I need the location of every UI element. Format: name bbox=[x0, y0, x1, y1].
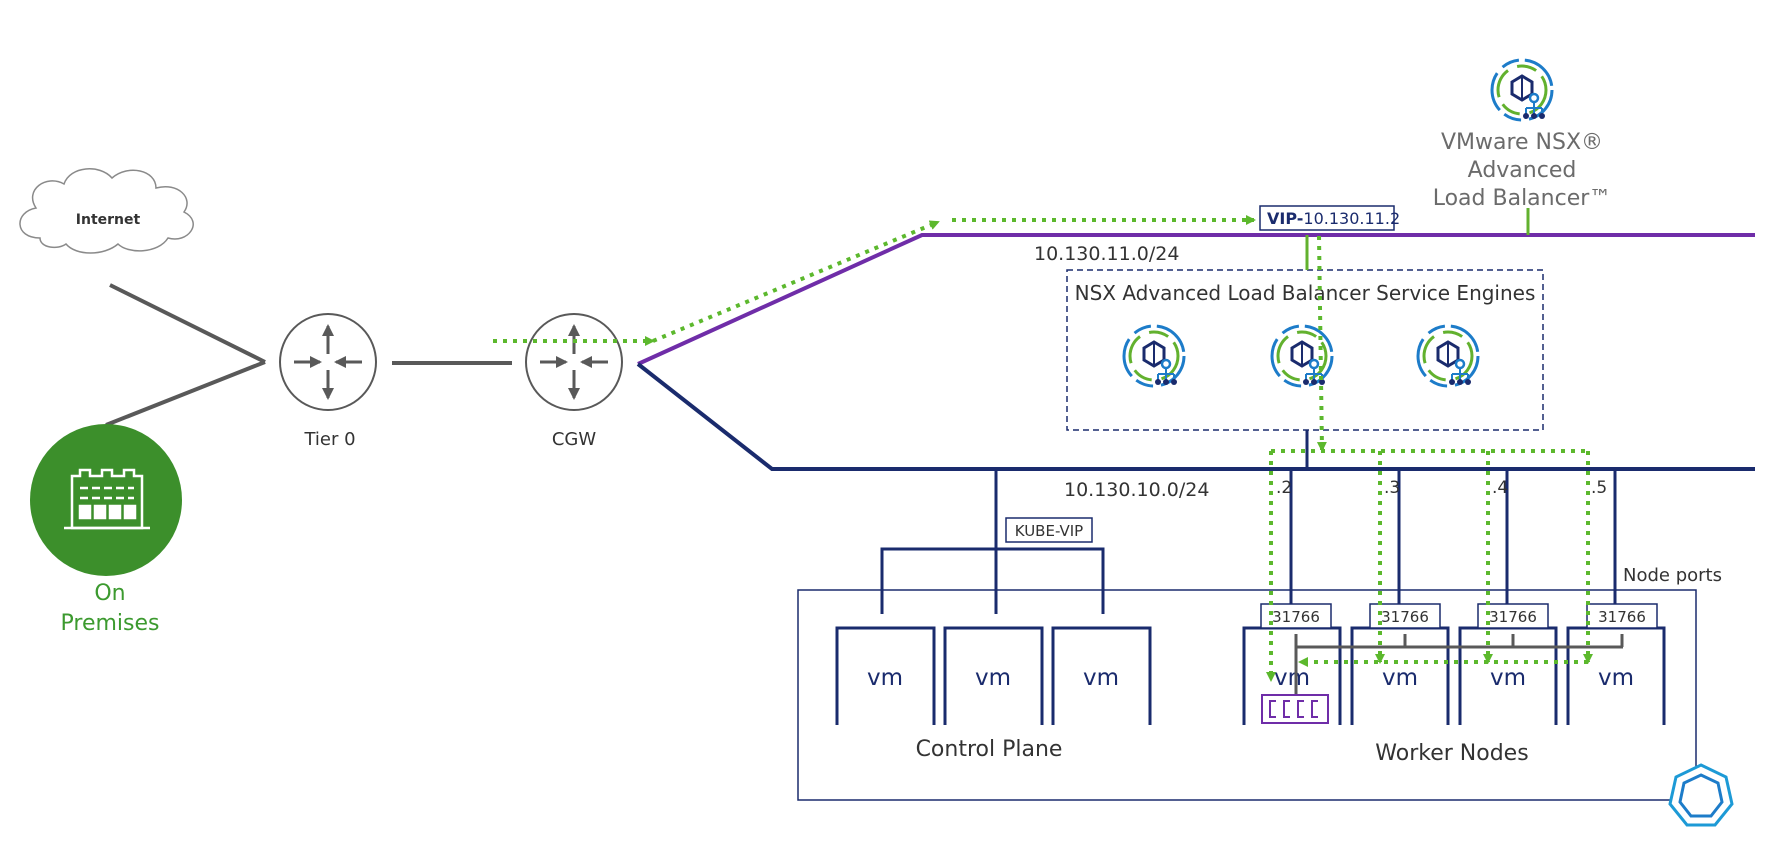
vip-address: 10.130.11.2 bbox=[1303, 209, 1400, 228]
service-engine-icon bbox=[1122, 324, 1186, 388]
service-engine-icon bbox=[1416, 324, 1480, 388]
vm-box: vm bbox=[1051, 626, 1152, 725]
node-ports-label: Node ports bbox=[1623, 565, 1722, 586]
vm-box: vm bbox=[1458, 626, 1558, 725]
on-premises-label-line1: On bbox=[94, 581, 125, 606]
traffic-flow bbox=[493, 215, 1593, 682]
worker-nodes-label: Worker Nodes bbox=[1375, 741, 1528, 766]
node-port-value: 31766 bbox=[1489, 608, 1537, 626]
vm-label: vm bbox=[1490, 665, 1526, 691]
building-icon bbox=[64, 468, 150, 530]
svg-text:VIP-10.130.11.2: VIP-10.130.11.2 bbox=[1267, 209, 1400, 228]
control-plane-label: Control Plane bbox=[916, 737, 1063, 762]
vip-box: VIP-10.130.11.2 bbox=[1259, 205, 1400, 231]
tanzu-icon bbox=[1668, 763, 1734, 827]
service-engine-group: NSX Advanced Load Balancer Service Engin… bbox=[1066, 269, 1544, 431]
node-suffix-label: .2 bbox=[1276, 478, 1292, 498]
nsx-alb-icon bbox=[1490, 58, 1554, 122]
pod-icon bbox=[1261, 694, 1329, 724]
cluster-boundary bbox=[797, 589, 1697, 801]
cloud-icon bbox=[19, 168, 194, 254]
vm-label: vm bbox=[1598, 665, 1634, 691]
node-network-line bbox=[636, 362, 1755, 471]
service-engine-icon bbox=[1270, 324, 1334, 388]
vm-label: vm bbox=[975, 665, 1011, 691]
vm-label: vm bbox=[1382, 665, 1418, 691]
on-premises-label-line2: Premises bbox=[61, 611, 160, 636]
service-engines-title: NSX Advanced Load Balancer Service Engin… bbox=[1075, 281, 1536, 305]
kube-vip-box: KUBE-VIP bbox=[1005, 517, 1093, 543]
nsx-alb-controller: VMware NSX® Advanced Load Balancer™ bbox=[1433, 58, 1612, 235]
vm-box: vm bbox=[1566, 626, 1666, 725]
onprem-link bbox=[105, 360, 266, 427]
cgw-router bbox=[526, 314, 622, 410]
kube-vip-label: KUBE-VIP bbox=[1015, 522, 1083, 540]
tier0-router bbox=[280, 314, 376, 410]
nsx-alb-label-line1: VMware NSX® bbox=[1441, 130, 1603, 155]
vm-label: vm bbox=[867, 665, 903, 691]
nsx-alb-label-line3: Load Balancer™ bbox=[1433, 186, 1612, 211]
vm-box: vm bbox=[943, 626, 1044, 725]
tier0-label: Tier 0 bbox=[303, 429, 355, 450]
cgw-label: CGW bbox=[552, 429, 597, 450]
node-port-value: 31766 bbox=[1598, 608, 1646, 626]
nsx-alb-label-line2: Advanced bbox=[1468, 158, 1577, 183]
vm-label: vm bbox=[1083, 665, 1119, 691]
node-subnet-label: 10.130.10.0/24 bbox=[1064, 479, 1209, 501]
node-port-value: 31766 bbox=[1381, 608, 1429, 626]
control-plane-network bbox=[880, 469, 1105, 614]
node-port-box: 31766 bbox=[1586, 603, 1658, 629]
node-suffix-label: .3 bbox=[1384, 478, 1400, 498]
on-premises: On Premises bbox=[30, 424, 182, 636]
worker-drops bbox=[1289, 469, 1617, 604]
node-port-bus bbox=[1294, 634, 1624, 695]
vm-label: vm bbox=[1274, 665, 1310, 691]
internet-label: Internet bbox=[76, 212, 141, 228]
vip-subnet-label: 10.130.11.0/24 bbox=[1034, 243, 1179, 265]
router-icon bbox=[280, 314, 376, 410]
internet-link bbox=[109, 283, 266, 364]
node-suffix-label: .4 bbox=[1492, 478, 1508, 498]
internet-cloud: Internet bbox=[19, 168, 194, 254]
node-port-value: 31766 bbox=[1272, 608, 1320, 626]
control-plane-vms: vm vm vm Control Plane bbox=[835, 626, 1152, 762]
vm-box: vm bbox=[835, 626, 936, 725]
router-icon bbox=[526, 314, 622, 410]
vm-box: vm bbox=[1350, 626, 1450, 725]
vip-network-line bbox=[637, 233, 1755, 366]
node-suffix-label: .5 bbox=[1591, 478, 1607, 498]
vip-prefix: VIP- bbox=[1267, 209, 1303, 228]
